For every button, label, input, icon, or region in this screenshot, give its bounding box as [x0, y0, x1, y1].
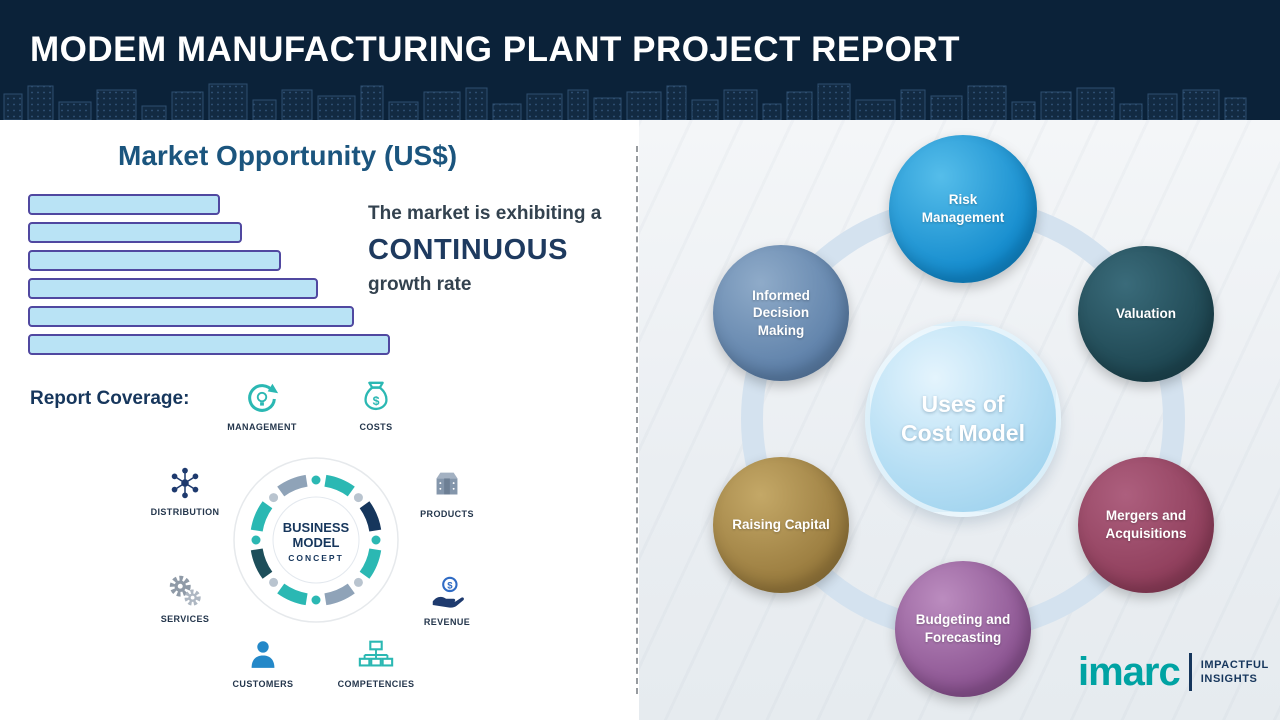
center-label-line2: Cost Model — [901, 420, 1025, 446]
city-skyline-graphic — [3, 83, 1247, 120]
distribution-icon — [130, 464, 240, 504]
coverage-item-management: MANAGEMENT — [207, 379, 317, 432]
coverage-item-label: SERVICES — [160, 614, 210, 624]
coverage-item-services: SERVICES — [130, 571, 240, 624]
node-label: Mergers and Acquisitions — [1105, 508, 1187, 541]
products-icon — [392, 466, 502, 506]
bm-ring-segment — [277, 583, 308, 606]
competencies-icon — [321, 636, 431, 676]
growth-text-block: The market is exhibiting a CONTINUOUS gr… — [368, 203, 630, 296]
coverage-item-label: COMPETENCIES — [337, 679, 415, 689]
market-bar-1 — [28, 194, 220, 215]
market-bar-6 — [28, 334, 390, 355]
logo-tagline-line2: INSIGHTS — [1200, 673, 1258, 685]
bm-center-line2: MODEL — [293, 535, 340, 550]
logo-separator — [1188, 653, 1192, 691]
market-bar-4 — [28, 278, 318, 299]
node-label: Informed Decision Making — [752, 287, 810, 338]
node-label: Risk Management — [921, 192, 1005, 225]
bm-ring-segment — [359, 548, 382, 579]
cost-model-node-budgeting-and-forecasting: Budgeting and Forecasting — [895, 561, 1031, 697]
coverage-item-label: DISTRIBUTION — [150, 507, 220, 517]
growth-line1: The market is exhibiting a — [368, 203, 602, 224]
logo-tagline-line1: IMPACTFUL — [1200, 658, 1269, 671]
imarc-wordmark: imarc — [1078, 650, 1181, 694]
cost-model-node-risk-management: Risk Management — [889, 135, 1037, 283]
costs-icon: $ — [321, 379, 431, 419]
management-icon — [207, 379, 317, 419]
bm-ring-node-dot — [267, 575, 281, 589]
bm-center-line1: BUSINESS — [283, 520, 350, 535]
node-label: Raising Capital — [732, 517, 830, 533]
report-coverage-label: Report Coverage: — [30, 388, 190, 409]
cost-model-node-informed-decision-making: Informed Decision Making — [713, 245, 849, 381]
node-label: Budgeting and Forecasting — [915, 612, 1011, 645]
header-banner: MODEM MANUFACTURING PLANT PROJECT REPORT — [0, 0, 1280, 120]
bm-center-line3: CONCEPT — [288, 553, 344, 563]
coverage-item-distribution: DISTRIBUTION — [130, 464, 240, 517]
bm-ring-node-dot — [351, 575, 365, 589]
coverage-item-costs: $ COSTS — [321, 379, 431, 432]
bm-ring-node-dot — [369, 533, 383, 547]
left-panel — [0, 120, 638, 720]
coverage-item-competencies: COMPETENCIES — [321, 636, 431, 689]
dashed-divider — [636, 146, 638, 694]
bm-ring-node-dot — [267, 491, 281, 505]
center-label-line1: Uses of — [921, 391, 1005, 418]
bm-ring-segment — [250, 501, 273, 532]
cost-model-node-raising-capital: Raising Capital — [713, 457, 849, 593]
coverage-item-label: MANAGEMENT — [227, 422, 297, 432]
uses-of-cost-model-circle: Uses of Cost Model — [865, 321, 1061, 517]
bm-ring-segment — [359, 501, 382, 532]
bm-ring-node-dot — [351, 491, 365, 505]
bm-ring-node-dot — [309, 593, 323, 607]
bm-ring-segment — [250, 548, 273, 579]
services-icon — [130, 571, 240, 611]
node-label: Valuation — [1115, 306, 1176, 322]
svg-text:$: $ — [447, 580, 453, 591]
svg-text:$: $ — [373, 394, 380, 408]
bm-ring-node-dot — [309, 473, 323, 487]
market-bar-5 — [28, 306, 354, 327]
growth-line2: CONTINUOUS — [368, 234, 568, 266]
market-bar-3 — [28, 250, 282, 271]
bm-ring-node-dot — [249, 533, 263, 547]
logo-tagline: IMPACTFUL INSIGHTS — [1201, 658, 1269, 687]
coverage-item-label: COSTS — [359, 422, 393, 432]
coverage-item-revenue: $ REVENUE — [392, 574, 502, 627]
bm-ring-segment — [277, 474, 308, 497]
coverage-item-label: CUSTOMERS — [232, 679, 294, 689]
imarc-logo: imarc IMPACTFUL INSIGHTS — [1078, 652, 1269, 692]
coverage-item-label: REVENUE — [423, 617, 471, 627]
business-model-ring: BUSINESS MODEL CONCEPT — [233, 457, 399, 623]
coverage-item-products: PRODUCTS — [392, 466, 502, 519]
market-bar-2 — [28, 222, 242, 243]
bm-ring-segment — [324, 474, 355, 497]
bm-ring-segment — [324, 583, 355, 606]
page-title: MODEM MANUFACTURING PLANT PROJECT REPORT — [30, 30, 960, 69]
coverage-item-label: PRODUCTS — [420, 509, 474, 519]
cost-model-node-mergers-and-acquisitions: Mergers and Acquisitions — [1078, 457, 1214, 593]
growth-line3: growth rate — [368, 274, 472, 295]
revenue-icon: $ — [392, 574, 502, 614]
customers-icon — [208, 636, 318, 676]
market-opportunity-title: Market Opportunity (US$) — [118, 140, 458, 171]
market-bar-chart — [28, 194, 390, 355]
coverage-item-customers: CUSTOMERS — [208, 636, 318, 689]
cost-model-node-valuation: Valuation — [1078, 246, 1214, 382]
